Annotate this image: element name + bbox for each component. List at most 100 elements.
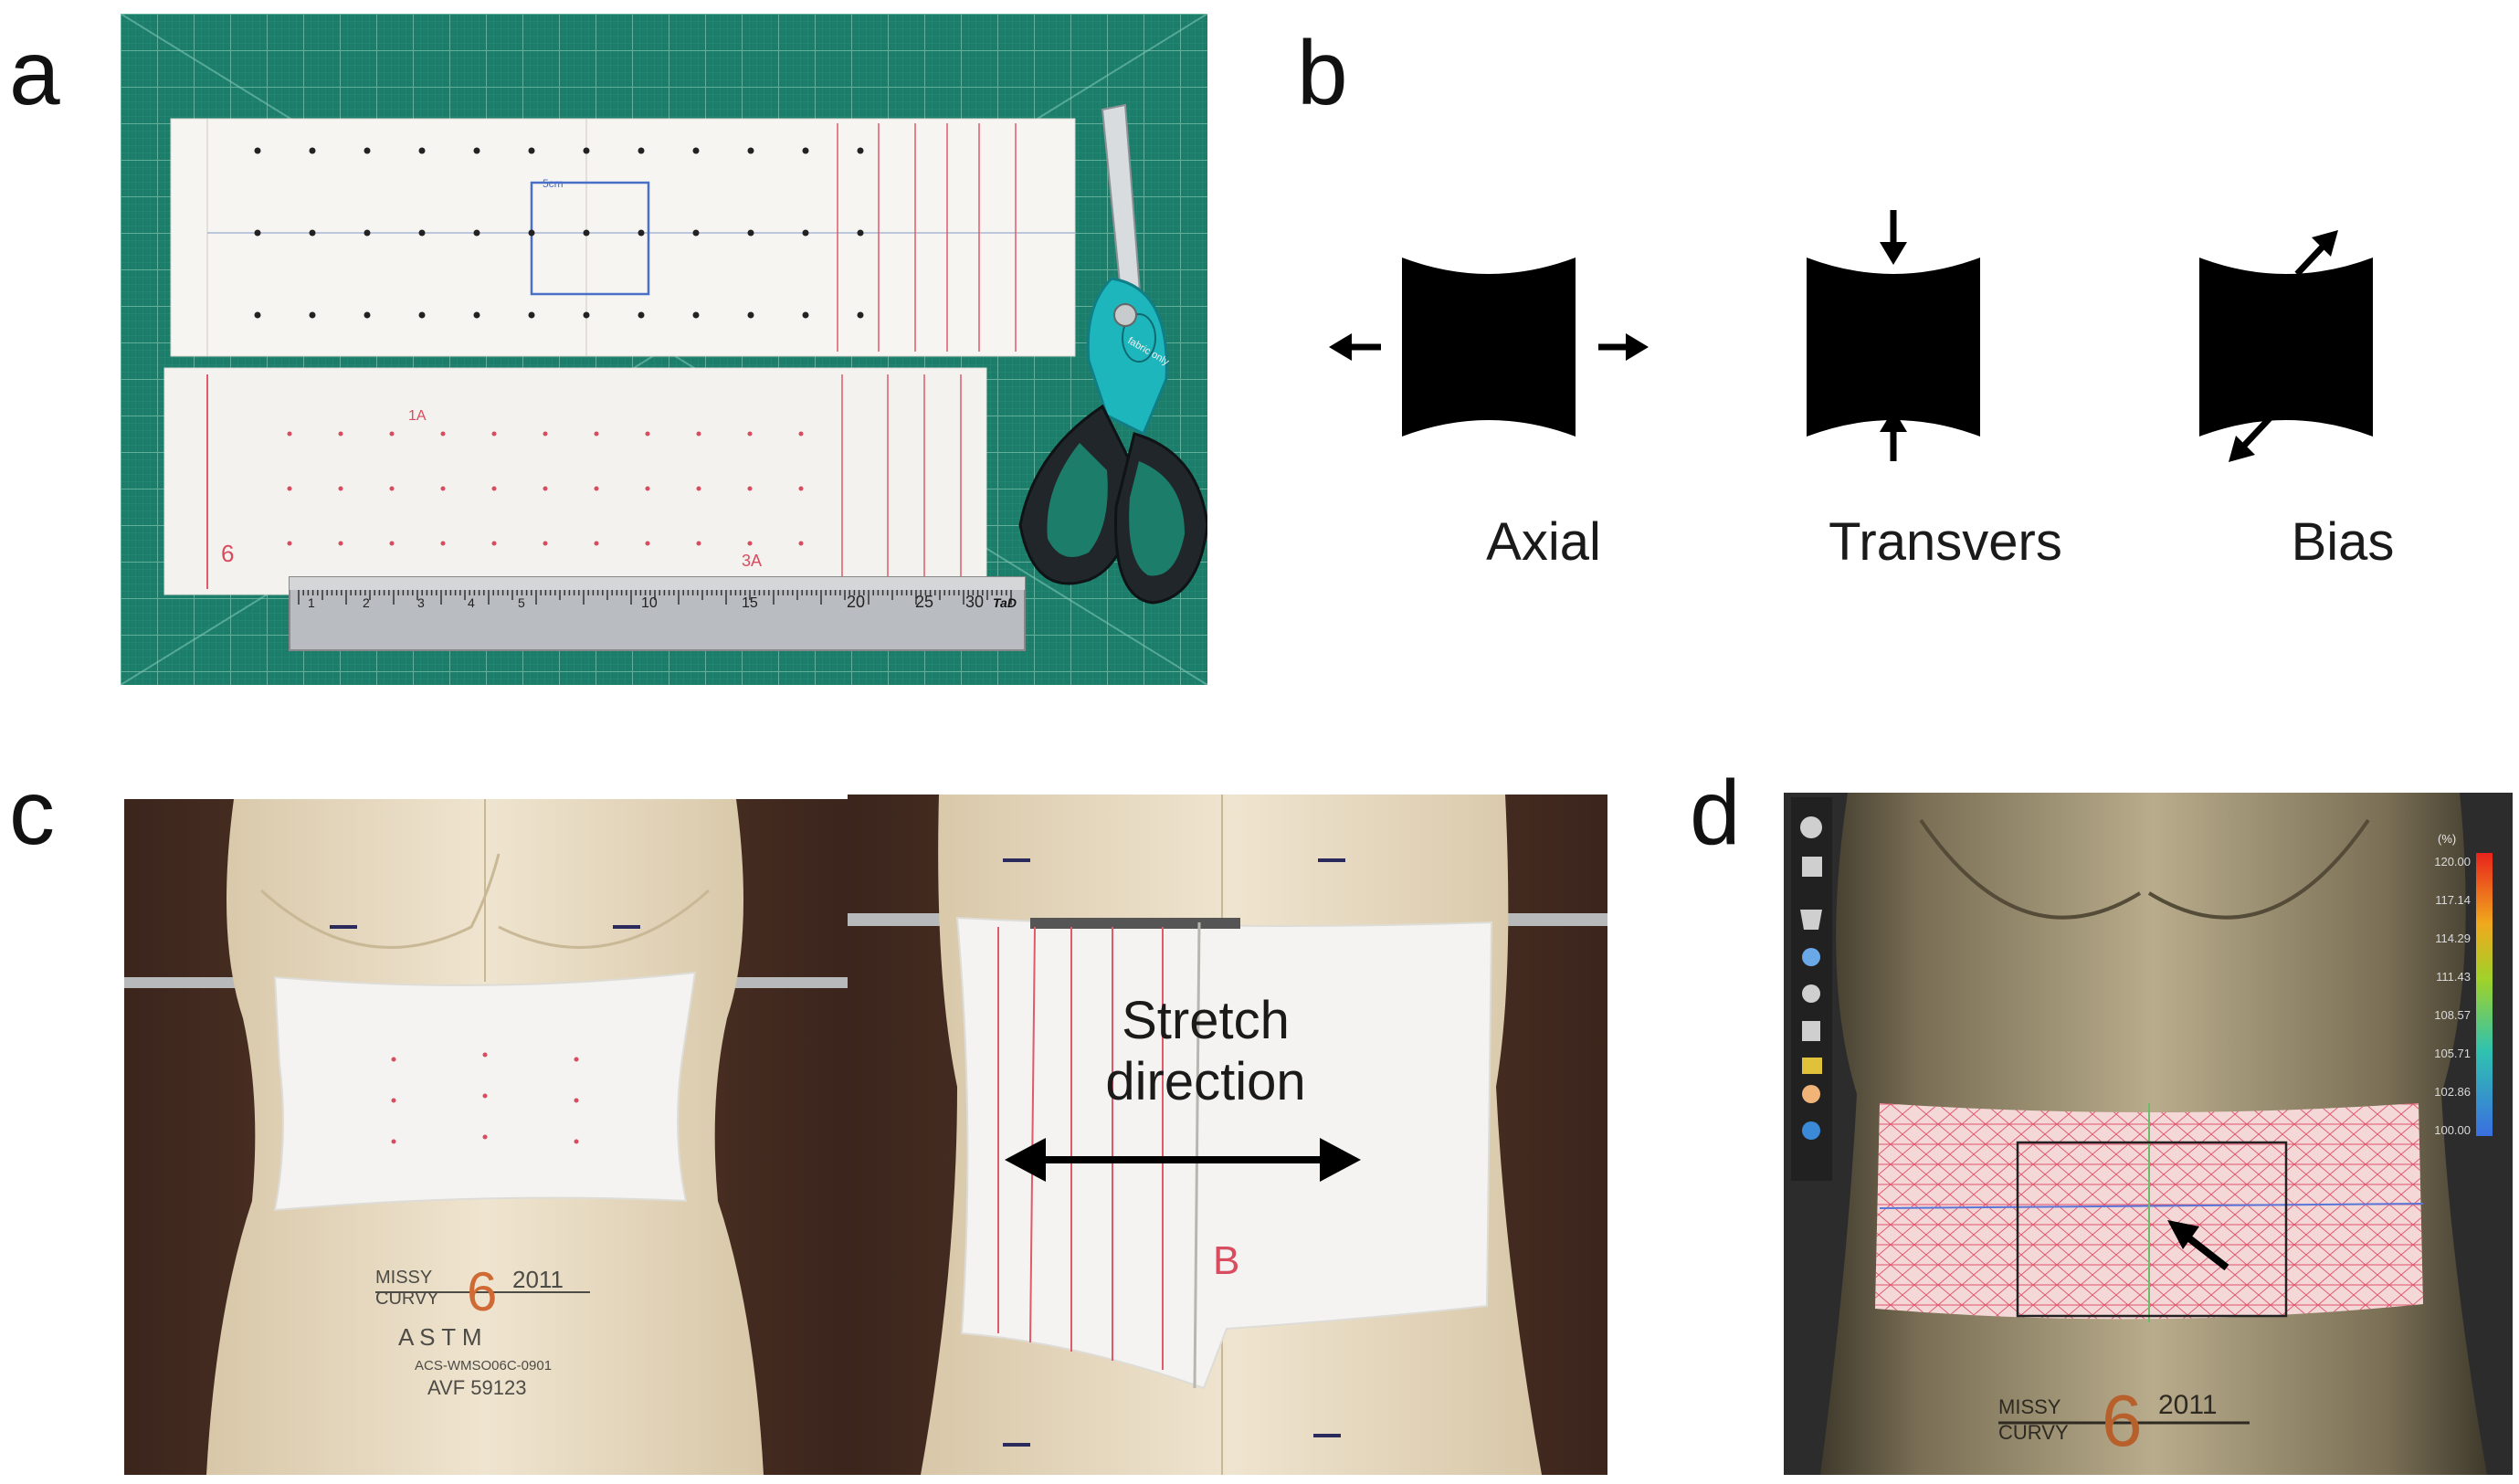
fabric-dot	[491, 541, 497, 546]
fabric-dot	[287, 541, 292, 546]
fabric-dot	[543, 431, 548, 437]
paper-dot	[528, 311, 535, 319]
fabric-dot	[338, 486, 343, 491]
paper-dot	[309, 147, 316, 154]
paper-dot	[583, 147, 590, 154]
axial-arrow-left	[1329, 333, 1381, 361]
fabric-dots	[287, 431, 804, 546]
stretch-label-line2: direction	[1105, 1051, 1306, 1111]
scale-value-2: 117.14	[2435, 893, 2471, 907]
panel-label-a: a	[9, 22, 60, 124]
fabric-dot	[287, 431, 292, 437]
tag-serial-left: AVF 59123	[427, 1376, 526, 1399]
paper-dot	[857, 229, 864, 237]
fabric-dot	[798, 486, 804, 491]
paper-dot	[364, 311, 371, 319]
paper-dot	[802, 311, 809, 319]
tag-astm-left: A S T M	[398, 1323, 482, 1351]
fabric-mark-3a: 3A	[742, 552, 762, 570]
paper-dot	[254, 229, 261, 237]
paper-dot	[857, 147, 864, 154]
paper-dot	[747, 229, 754, 237]
paper-dot	[583, 311, 590, 319]
fabric-dot	[798, 541, 804, 546]
transvers-arrow-top	[1880, 210, 1907, 265]
scale-value-1: 120.00	[2434, 855, 2471, 868]
panel-d-simulation: (%) 120.00 117.14 114.29 111.43 108.57 1…	[1784, 793, 2513, 1475]
fabric-dot	[594, 431, 599, 437]
tag-curvy-sim: CURVY	[1998, 1421, 2069, 1444]
tag-size-left: 6	[467, 1261, 497, 1322]
fabric-icon	[1802, 1021, 1820, 1041]
paper-dot	[638, 311, 645, 319]
paper-dot	[638, 229, 645, 237]
paper-dot	[528, 229, 535, 237]
axial-shape	[1402, 258, 1576, 437]
paper-dot	[747, 311, 754, 319]
fabric-dot	[645, 541, 650, 546]
panel-c-photo-right: B	[848, 795, 1607, 1475]
transvers-arrow-bottom	[1880, 409, 1907, 461]
panel-b-diagram	[1315, 183, 2503, 584]
strain-arrow	[2167, 1220, 2229, 1271]
paper-dot	[692, 229, 700, 237]
paper-dot	[364, 147, 371, 154]
tag-missy-sim: MISSY	[1998, 1395, 2061, 1418]
scale-unit: (%)	[2438, 832, 2456, 846]
tag-size-sim: 6	[2102, 1380, 2143, 1461]
stretch-direction-arrow	[1005, 1138, 1361, 1182]
paper-template	[170, 118, 1076, 357]
paper-dot	[857, 311, 864, 319]
fabric-dot	[543, 541, 548, 546]
paper-dot	[692, 147, 700, 154]
stretch-label-line1: Stretch	[1122, 991, 1290, 1050]
fabric-dot	[696, 541, 701, 546]
bias-arrow-bottom	[2229, 416, 2272, 462]
fabric-sample	[163, 367, 987, 595]
paper-dots	[254, 147, 864, 319]
person-icon	[1802, 984, 1820, 1003]
scale-value-6: 105.71	[2434, 1047, 2471, 1060]
scale-value-4: 111.43	[2436, 970, 2471, 984]
ruler-number-5: 5	[518, 595, 525, 610]
panel-label-d: d	[1690, 762, 1741, 864]
fabric-dot	[696, 486, 701, 491]
paper-mark-5cm: 5cm	[543, 177, 564, 190]
garment-icon	[1802, 857, 1822, 877]
fabric-dot	[440, 431, 446, 437]
axial-label: Axial	[1486, 512, 1601, 572]
fabric-dot	[645, 431, 650, 437]
paper-dot	[418, 147, 426, 154]
ruler-number-2: 2	[363, 595, 370, 610]
panel-label-b: b	[1297, 22, 1348, 124]
paper-dot	[473, 311, 480, 319]
tag-code-left: ACS-WMSO06C-0901	[415, 1358, 552, 1373]
cutting-mat-scene: 6 1A 3A 5cm 1 2 3 4 5 10 15 20 25 30 TaD	[121, 14, 1207, 685]
stretch-modes-diagram	[1329, 210, 2373, 462]
fabric-dot	[440, 541, 446, 546]
avatar-icon	[1800, 816, 1822, 838]
panel-c-photo-left: MISSY CURVY 6 2011 A S T M ACS-WMSO06C-0…	[124, 799, 848, 1475]
fabric-dot	[338, 431, 343, 437]
paper-dot	[473, 229, 480, 237]
shirt-icon	[1800, 910, 1822, 930]
sphere-icon	[1802, 1121, 1820, 1140]
fabric-dot	[747, 486, 753, 491]
fabric-band-left	[273, 971, 697, 1212]
paper-dot	[364, 229, 371, 237]
paper-dot	[418, 229, 426, 237]
bias-shape	[2199, 258, 2373, 437]
transvers-shape	[1807, 258, 1980, 437]
tag-curvy-left: CURVY	[375, 1289, 439, 1309]
paper-dot	[418, 311, 426, 319]
panel-a-photo: 6 1A 3A 5cm 1 2 3 4 5 10 15 20 25 30 TaD	[121, 14, 1207, 685]
panel-label-c: c	[9, 762, 55, 864]
fabric-dot	[594, 486, 599, 491]
tag-missy-left: MISSY	[375, 1268, 432, 1288]
scale-value-5: 108.57	[2434, 1008, 2471, 1022]
ruler-number-25: 25	[915, 593, 933, 611]
ruler-number-3: 3	[417, 595, 425, 610]
paper-dot	[309, 229, 316, 237]
fabric-band-right	[955, 916, 1493, 1390]
stretch-label: Stretch direction	[1055, 991, 1356, 1112]
